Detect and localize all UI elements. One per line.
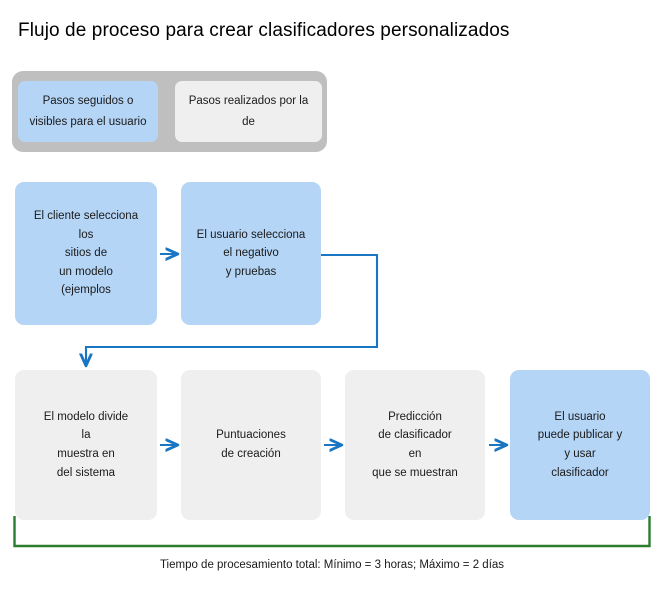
legend-item-system-steps-line-1: Pasos realizados por la <box>188 95 309 108</box>
step-line: de clasificador <box>378 429 452 442</box>
step-line: los <box>78 228 94 241</box>
step-line: y pruebas <box>225 265 277 278</box>
step-line: El cliente selecciona <box>33 209 139 222</box>
step-line: que se muestran <box>372 466 458 479</box>
total-processing-time-note: Tiempo de procesamiento total: Mínimo = … <box>159 559 505 571</box>
legend-item-system-steps: Pasos realizados por la de <box>175 81 322 142</box>
step-line: del sistema <box>56 466 116 479</box>
step-line: El usuario <box>554 410 606 423</box>
step-line: en <box>408 448 422 460</box>
step-line: El modelo divide <box>43 410 129 423</box>
step-box-model-divides[interactable]: El modelo divide la muestra en del siste… <box>15 370 157 520</box>
step-line: y usar <box>564 448 596 460</box>
step-box-user-publishes[interactable]: El usuario puede publicar y y usar clasi… <box>510 370 650 520</box>
step-box-user-selects[interactable]: El usuario selecciona el negativo y prue… <box>181 182 321 325</box>
step-line: la <box>81 429 91 442</box>
step-line: puede publicar y <box>537 429 623 442</box>
total-time-bracket <box>13 516 651 548</box>
step-line: el negativo <box>223 247 279 260</box>
step-line: Puntuaciones <box>216 429 286 442</box>
step-line: (ejemplos <box>61 284 111 297</box>
step-line: El usuario selecciona <box>196 228 306 241</box>
step-box-client-selects[interactable]: El cliente selecciona los sitios de un m… <box>15 182 157 325</box>
legend-item-system-steps-line-2: de <box>242 115 255 128</box>
legend-item-user-steps: Pasos seguidos o visibles para el usuari… <box>18 81 158 142</box>
step-box-scores[interactable]: Puntuaciones de creación <box>181 370 321 520</box>
step-line: sitios de <box>64 247 108 260</box>
step-line: de creación <box>221 448 281 460</box>
page-title: Flujo de proceso para crear clasificador… <box>18 20 510 41</box>
legend-item-user-steps-line-1: Pasos seguidos o <box>42 95 134 108</box>
step-box-prediction[interactable]: Predicción de clasificador en que se mue… <box>345 370 485 520</box>
step-line: clasificador <box>551 466 609 479</box>
legend-item-user-steps-line-2: visibles para el usuario <box>29 115 147 128</box>
step-line: un modelo <box>59 265 113 278</box>
step-line: Predicción <box>388 410 442 423</box>
legend-container: Pasos seguidos o visibles para el usuari… <box>12 71 327 152</box>
step-line: muestra en <box>57 448 115 460</box>
